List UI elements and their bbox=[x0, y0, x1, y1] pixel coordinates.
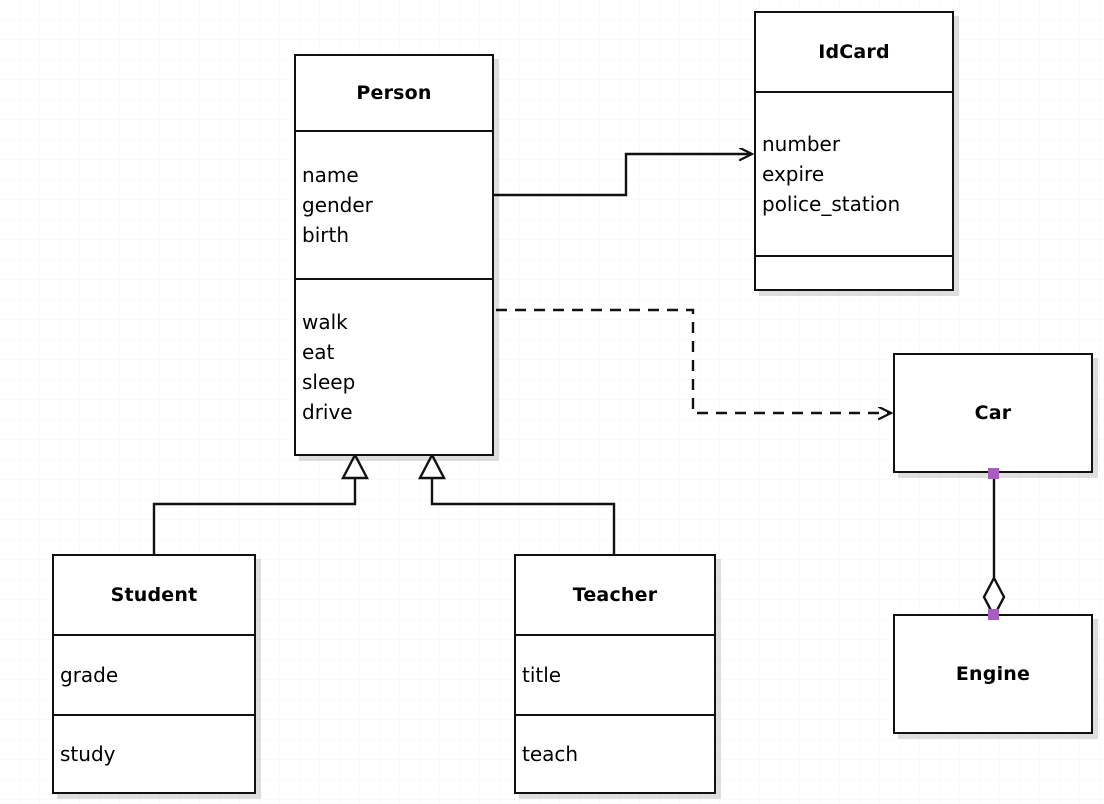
class-name-idcard: IdCard bbox=[818, 41, 890, 63]
method-item: eat bbox=[302, 340, 335, 364]
attribute-item: expire bbox=[762, 162, 825, 186]
edge-teacher-person[interactable] bbox=[418, 452, 616, 554]
method-item: study bbox=[60, 742, 116, 766]
attribute-item: police_station bbox=[762, 192, 901, 216]
class-name-teacher: Teacher bbox=[572, 584, 658, 606]
class-title-engine: Engine bbox=[895, 616, 1091, 732]
edge-person-car[interactable] bbox=[496, 308, 891, 413]
edge-car-engine[interactable] bbox=[982, 473, 1006, 619]
class-title-idcard: IdCard bbox=[756, 13, 952, 91]
attribute-item: birth bbox=[302, 223, 349, 247]
class-name-car: Car bbox=[974, 402, 1012, 424]
attribute-item: title bbox=[522, 663, 562, 687]
attribute-item: gender bbox=[302, 193, 373, 217]
class-box-car[interactable]: Car bbox=[893, 353, 1093, 473]
class-methods-person: walk eat sleep drive bbox=[296, 278, 492, 454]
class-box-person[interactable]: Person name gender birth walk eat sleep … bbox=[294, 54, 494, 456]
class-box-student[interactable]: Student grade study bbox=[52, 554, 256, 794]
class-title-teacher: Teacher bbox=[516, 556, 714, 634]
class-methods-idcard bbox=[756, 255, 952, 289]
method-item: drive bbox=[302, 400, 353, 424]
class-title-person: Person bbox=[296, 56, 492, 130]
attribute-item: name bbox=[302, 163, 359, 187]
method-item: walk bbox=[302, 310, 348, 334]
class-attributes-person: name gender birth bbox=[296, 130, 492, 278]
class-methods-teacher: teach bbox=[516, 714, 714, 792]
edge-student-person[interactable] bbox=[152, 452, 369, 554]
method-item: teach bbox=[522, 742, 579, 766]
class-name-person: Person bbox=[356, 82, 432, 104]
class-title-car: Car bbox=[895, 355, 1091, 471]
class-attributes-student: grade bbox=[54, 634, 254, 714]
class-box-idcard[interactable]: IdCard number expire police_station bbox=[754, 11, 954, 291]
class-attributes-idcard: number expire police_station bbox=[756, 91, 952, 255]
attribute-item: number bbox=[762, 132, 841, 156]
connector-handle-car[interactable] bbox=[988, 468, 999, 479]
class-title-student: Student bbox=[54, 556, 254, 634]
class-name-engine: Engine bbox=[955, 663, 1031, 685]
attribute-item: grade bbox=[60, 663, 119, 687]
class-box-teacher[interactable]: Teacher title teach bbox=[514, 554, 716, 794]
connector-handle-engine[interactable] bbox=[988, 609, 999, 620]
class-name-student: Student bbox=[110, 584, 198, 606]
method-item: sleep bbox=[302, 370, 356, 394]
class-box-engine[interactable]: Engine bbox=[893, 614, 1093, 734]
edge-person-idcard[interactable] bbox=[494, 154, 752, 197]
class-attributes-teacher: title bbox=[516, 634, 714, 714]
class-methods-student: study bbox=[54, 714, 254, 792]
